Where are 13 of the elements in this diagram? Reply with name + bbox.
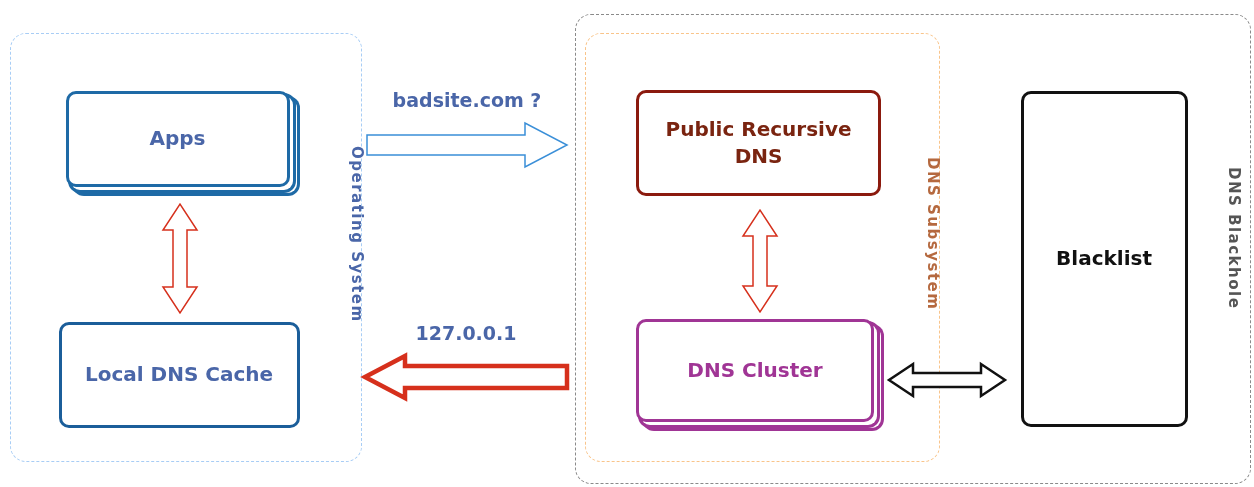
process-box: Blacklist [1020,90,1188,427]
block-arrow [366,121,569,169]
group-boundary [584,32,940,462]
block-arrow [741,208,779,314]
process-box: Local DNS Cache [58,321,300,428]
block-arrow [161,202,199,315]
group-label: Operating System [348,146,366,323]
group-boundary [575,14,1251,484]
process-box: Public Recursive DNS [636,90,881,196]
group-label: DNS Blackhole [1225,167,1243,310]
group-boundary [10,33,362,462]
block-arrow [360,352,570,402]
group-label: DNS Subsystem [923,156,942,310]
